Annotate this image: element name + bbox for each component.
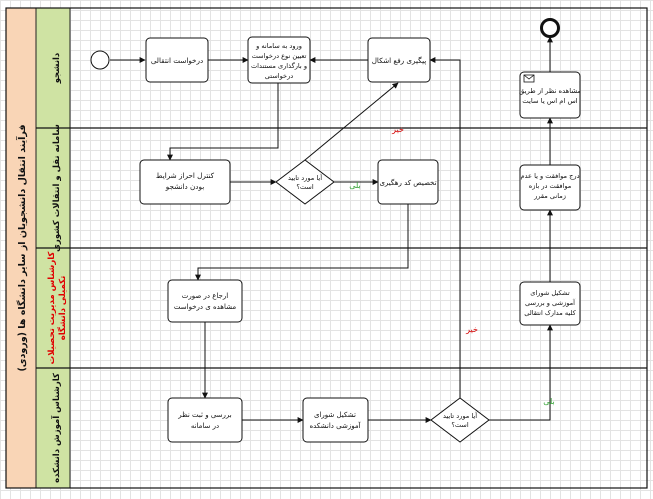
flow-login-to-check [167,83,279,161]
task-faculty-council-line-2: آموزشی دانشکده [309,421,361,430]
task-request-box [145,37,209,83]
task-check-conditions-line-2: بودن دانشجو [165,182,204,191]
gateway-1-diamond [275,159,335,205]
task-faculty-council-line-1: تشکیل شورای [314,411,356,419]
flow-code-to-refer [195,204,409,281]
lane-label-system: سامانه نقل و انتقالات کشوری [52,124,62,252]
task-login-line-4: درخواستی [265,72,294,80]
pool-band [5,7,37,489]
task-council-review-box [519,281,581,326]
task-council-review-line-1: تشکیل شورای [530,289,570,297]
task-review-system-box [167,397,243,443]
task-record-approval: درج موافقت و یا عدم موافقت در بازه زمانی… [519,164,581,211]
lane-label-grad-expert: کارشناس مدیریت تحصیلات تکمیلی دانشگاه [47,252,68,365]
flow-gateway-2-yes-to-council [489,324,553,421]
flow-label-no-2: خیر [465,325,478,334]
task-record-approval-box [519,164,581,211]
task-view-result-line-2: اس ام اس یا سایت [522,97,578,105]
task-login-line-2: تعیین نوع درخواست [252,52,307,60]
task-faculty-council-box [302,397,369,443]
task-followup-line-1: پیگیری رفع اشکال [372,56,427,65]
task-review-system-line-2: در سامانه [191,422,219,430]
flow-label-no-1: خیر [391,125,404,134]
gateway-1: آیا مورد تایید است؟ [275,159,335,205]
task-council-review-line-3: کلیه مدارک انتقالی [524,309,576,317]
task-request: درخواست انتقالی [145,37,209,83]
gateway-1-line-2: است؟ [296,183,313,191]
task-assign-code-line-1: تخصیص کد رهگیری [379,178,436,187]
start-event [90,50,110,70]
task-followup: پیگیری رفع اشکال [367,37,431,83]
task-refer-view-box [167,279,243,323]
task-view-result-line-1: مشاهده نظر از طریق [519,87,581,95]
lane-label-grad-expert-line-2: تکمیلی دانشگاه [57,276,68,341]
task-login-line-1: ورود به سامانه و [255,42,302,50]
task-faculty-council: تشکیل شورای آموزشی دانشکده [302,397,369,443]
lane-bands [35,7,71,489]
flow-gateway-2-no-to-followup [429,57,461,398]
task-refer-view-line-1: ارجاع در صورت [182,292,228,300]
lane-label-edu-expert-line-1: کارشناس آموزش دانشکده [50,373,62,483]
task-login-box [247,36,311,84]
task-review-system: بررسی و ثبت نظر در سامانه [167,397,243,443]
pool-title: فرآیند انتقال دانشجویان از سایر دانشگاه … [15,124,28,371]
task-council-review: تشکیل شورای آموزشی و بررسی کلیه مدارک ان… [519,281,581,326]
task-record-approval-line-1: درج موافقت و یا عدم [521,172,580,180]
lane-label-student: دانشجو [52,52,62,84]
lane-band-system [35,127,71,249]
task-login-line-3: و بارگذاری مستندات [251,62,307,70]
task-login: ورود به سامانه و تعیین نوع درخواست و بار… [247,36,311,84]
lane-label-system-line-1: سامانه نقل و انتقالات کشوری [52,124,62,252]
task-view-result: مشاهده نظر از طریق اس ام اس یا سایت [519,71,581,119]
task-assign-code-box [377,159,439,205]
task-record-approval-line-2: موافقت در بازه [529,182,572,190]
sequence-flows [110,36,553,423]
task-assign-code: تخصیص کد رهگیری [377,159,439,205]
task-review-system-line-1: بررسی و ثبت نظر [177,411,231,419]
task-record-approval-line-3: زمانی مقرر [533,192,566,200]
task-check-conditions: کنترل احراز شرایط بودن دانشجو [139,159,231,205]
task-followup-box [367,37,431,83]
task-refer-view-line-2: مشاهده ی درخواست [174,303,236,311]
gateway-1-line-1: آیا مورد تایید [288,173,323,182]
gateway-2: آیا مورد تایید است؟ [430,397,490,443]
flow-label-yes-1: بلی [349,181,361,190]
gateway-2-diamond [430,397,490,443]
task-request-line-1: درخواست انتقالی [151,56,203,65]
flow-label-yes-2: بلی [543,397,555,406]
task-view-result-box [519,71,581,119]
lane-label-student-line-1: دانشجو [52,52,62,84]
end-event [540,18,560,38]
task-refer-view: ارجاع در صورت مشاهده ی درخواست [167,279,243,323]
gateway-2-line-1: آیا مورد تایید [443,411,478,420]
task-council-review-line-2: آموزشی و بررسی [525,298,576,307]
flow-gateway-1-no-to-followup [304,82,399,161]
lane-label-grad-expert-line-1: کارشناس مدیریت تحصیلات [47,252,57,365]
gateway-2-line-2: است؟ [451,421,468,429]
task-check-conditions-line-1: کنترل احراز شرایط [156,171,215,180]
envelope-icon [523,74,535,83]
lane-label-edu-expert: کارشناس آموزش دانشکده [50,373,62,483]
task-check-conditions-box [139,159,231,205]
